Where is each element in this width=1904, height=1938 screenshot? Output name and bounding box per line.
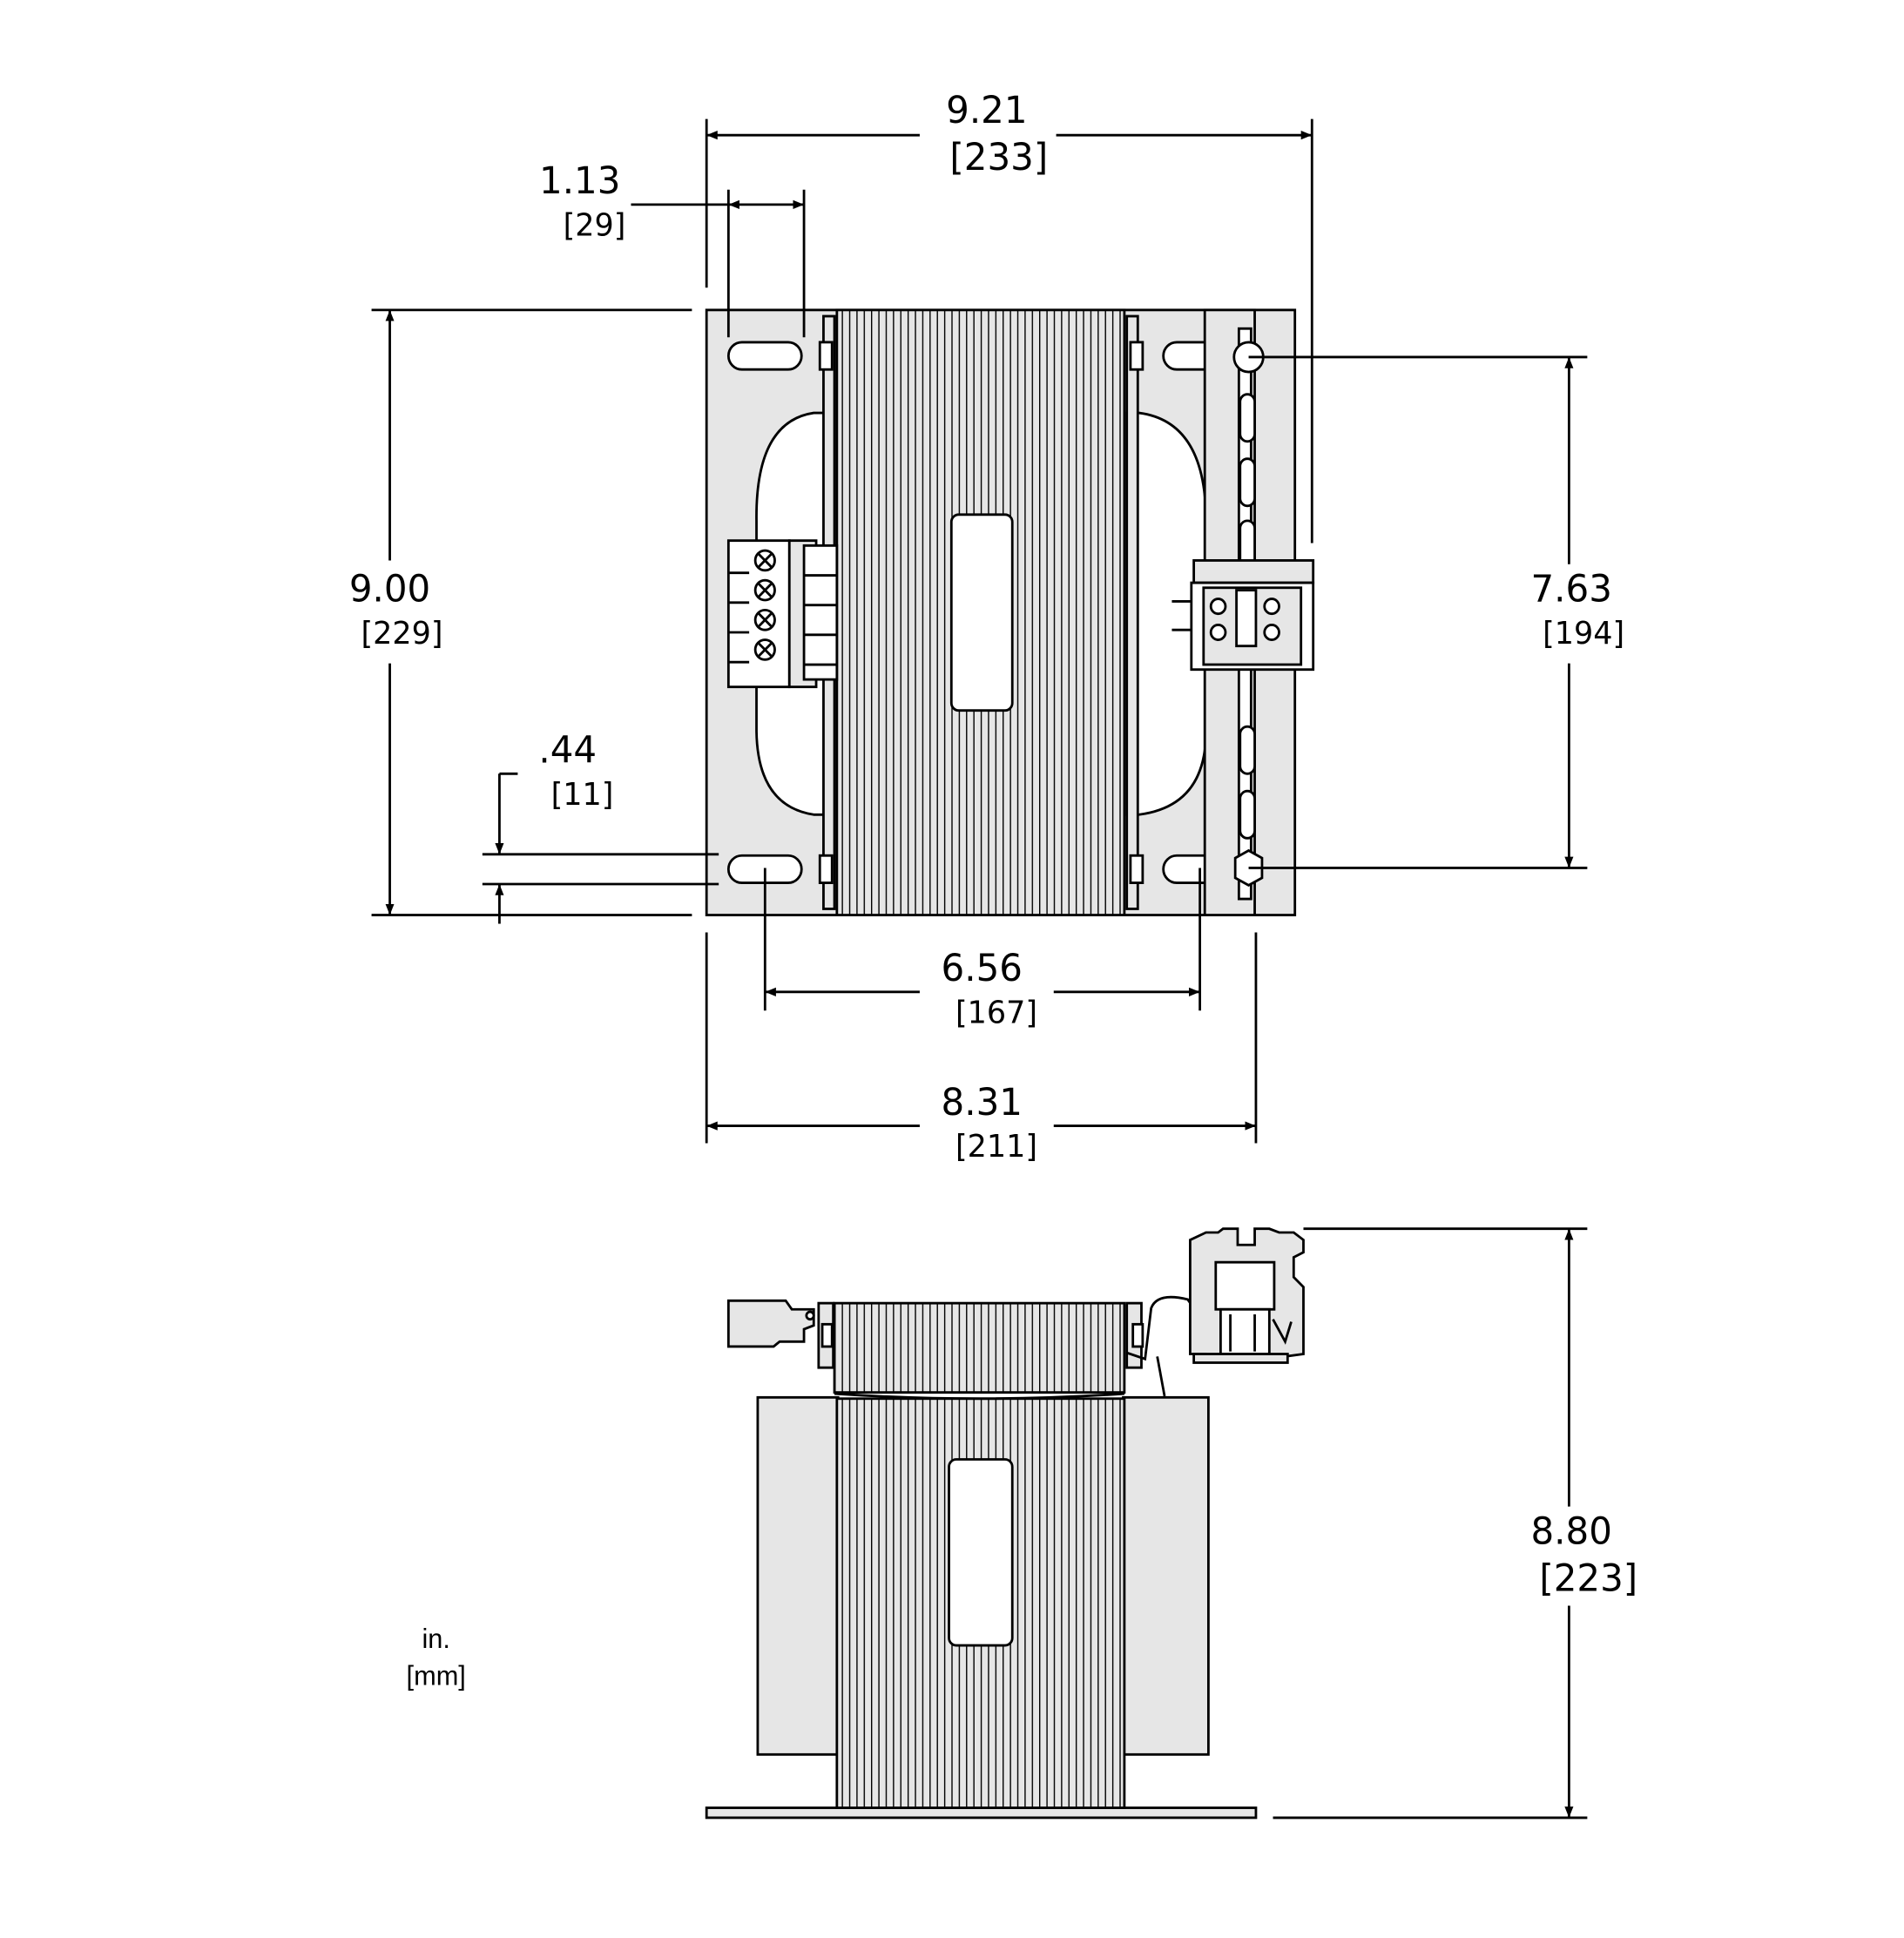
left-bolt-top bbox=[818, 341, 834, 371]
dim-slot-width-mm: [11] bbox=[551, 777, 614, 813]
right-bolt-top bbox=[1129, 341, 1144, 371]
dim-overall-height-in: 9.00 bbox=[349, 567, 430, 610]
top-view bbox=[705, 308, 1315, 916]
side-coil-right bbox=[1122, 1395, 1210, 1756]
side-wire bbox=[1126, 1295, 1195, 1361]
dim-base-width-in: 8.31 bbox=[942, 1080, 1023, 1123]
dim-base-width-mm: [211] bbox=[955, 1129, 1037, 1165]
side-bolt-right bbox=[1131, 1322, 1144, 1348]
units-legend-inches: in. bbox=[422, 1624, 449, 1654]
dim-slot-offset-mm: [29] bbox=[564, 207, 626, 243]
units-legend: in. [mm] bbox=[407, 1624, 466, 1692]
clamp-right bbox=[1125, 314, 1139, 910]
dim-slot-center-span-in: 6.56 bbox=[942, 947, 1023, 989]
side-terminal-left bbox=[726, 1299, 815, 1348]
side-terminal-block-right bbox=[1189, 1227, 1305, 1364]
dim-mount-hole-spacing-mm: [194] bbox=[1543, 616, 1624, 652]
terminal-block-right bbox=[1171, 559, 1315, 672]
dim-slot-width-in: .44 bbox=[538, 728, 597, 771]
dim-overall-height-mm: [229] bbox=[361, 616, 443, 652]
slot-top-left bbox=[726, 341, 803, 371]
dimension-lines bbox=[371, 118, 1588, 1820]
side-core-joint bbox=[834, 1392, 1124, 1401]
side-bolt-left bbox=[820, 1322, 834, 1348]
dim-slot-offset-in: 1.13 bbox=[539, 159, 620, 202]
dim-slot-center-span-mm: [167] bbox=[955, 995, 1037, 1030]
side-nameplate bbox=[948, 1458, 1014, 1647]
dim-mount-hole-spacing-in: 7.63 bbox=[1530, 567, 1611, 610]
dim-overall-width-in: 9.21 bbox=[946, 89, 1027, 132]
dim-side-height-in: 8.80 bbox=[1530, 1509, 1611, 1552]
side-coil-left bbox=[756, 1395, 840, 1756]
right-bolt-bottom bbox=[1129, 854, 1144, 884]
units-legend-mm: [mm] bbox=[407, 1660, 466, 1691]
dim-overall-width-mm: [233] bbox=[949, 136, 1048, 179]
side-view bbox=[705, 1227, 1305, 1820]
side-wire-2 bbox=[1156, 1356, 1166, 1397]
dimension-labels: 9.21 [233] 1.13 [29] 9.00 [229] 7.63 [19… bbox=[349, 89, 1637, 1600]
side-base-plate bbox=[705, 1806, 1258, 1820]
left-bolt-bottom bbox=[818, 854, 834, 884]
side-terminal-screw bbox=[805, 1310, 815, 1321]
dim-side-height-mm: [223] bbox=[1539, 1556, 1637, 1599]
terminal-block-left bbox=[726, 539, 839, 689]
side-core-upper bbox=[833, 1301, 1126, 1394]
nameplate bbox=[949, 513, 1014, 712]
